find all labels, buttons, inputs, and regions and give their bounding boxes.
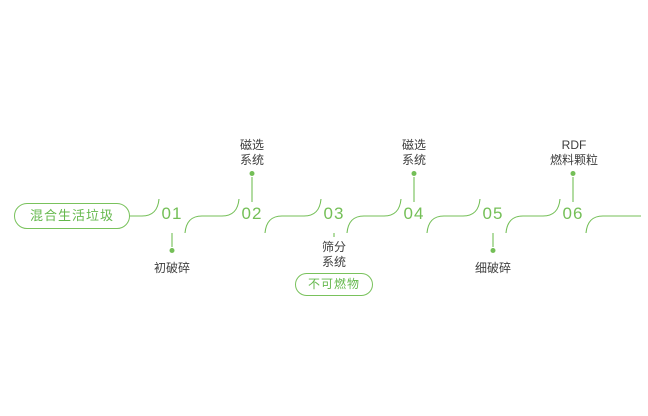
node-label-below-03: 筛分 系统 (321, 240, 347, 269)
node-number-05: 05 (482, 204, 504, 223)
node-label-above-04: 磁选 系统 (401, 138, 427, 167)
node-label-below-01: 初破碎 (153, 261, 191, 275)
node-number-01: 01 (161, 204, 183, 223)
node-label-above-06: RDF 燃料颗粒 (549, 138, 599, 167)
node-label-above-02: 磁选 系统 (239, 138, 265, 167)
node-number-04: 04 (403, 204, 425, 223)
node-label-below-05: 细破碎 (474, 261, 512, 275)
dot-above-02 (249, 171, 255, 176)
node-brackets (141, 198, 604, 234)
timeline-line (126, 177, 641, 247)
connector-dots (169, 171, 576, 253)
dot-above-06 (570, 171, 576, 176)
start-pill: 混合生活垃圾 (14, 203, 131, 229)
node-number-06: 06 (562, 204, 584, 223)
branch-pill-noncombustible: 不可燃物 (294, 273, 374, 296)
connector-lines (171, 177, 574, 247)
dot-above-04 (411, 171, 417, 176)
node-number-03: 03 (323, 204, 345, 223)
dot-below-01 (169, 248, 175, 253)
dot-below-05 (490, 248, 496, 253)
node-number-02: 02 (241, 204, 263, 223)
